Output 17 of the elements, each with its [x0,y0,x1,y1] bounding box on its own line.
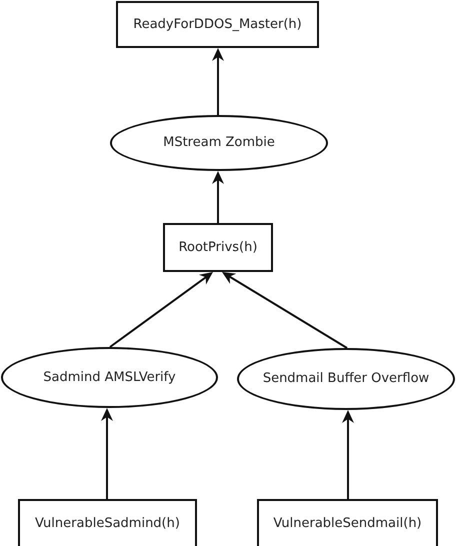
node-label: RootPrivs(h) [178,240,258,256]
arrow [342,410,354,499]
node-label: Sadmind AMSLVerify [43,370,176,386]
arrow [101,408,113,499]
arrow [212,48,224,115]
node-label: ReadyForDDOS_Master(h) [133,16,302,32]
rectangle-node [116,1,319,48]
node-label: VulnerableSadmind(h) [35,516,180,532]
node-label: Sendmail Buffer Overflow [262,371,430,387]
node-label: MStream Zombie [163,135,275,151]
rectangle-node [163,223,273,272]
arrow [109,272,213,348]
arrow [222,272,348,349]
node-label: VulnerableSendmail(h) [273,516,422,532]
rectangle-node [18,499,197,546]
arrow [212,171,224,223]
rectangle-node [257,499,438,546]
